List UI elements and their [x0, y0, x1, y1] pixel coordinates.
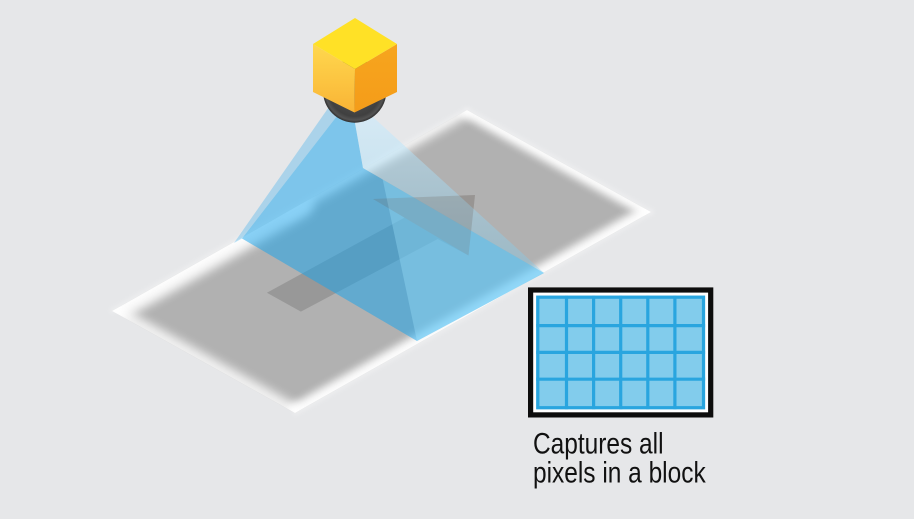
svg-text:Captures all: Captures all [533, 426, 664, 460]
svg-text:pixels in a block: pixels in a block [533, 455, 706, 489]
